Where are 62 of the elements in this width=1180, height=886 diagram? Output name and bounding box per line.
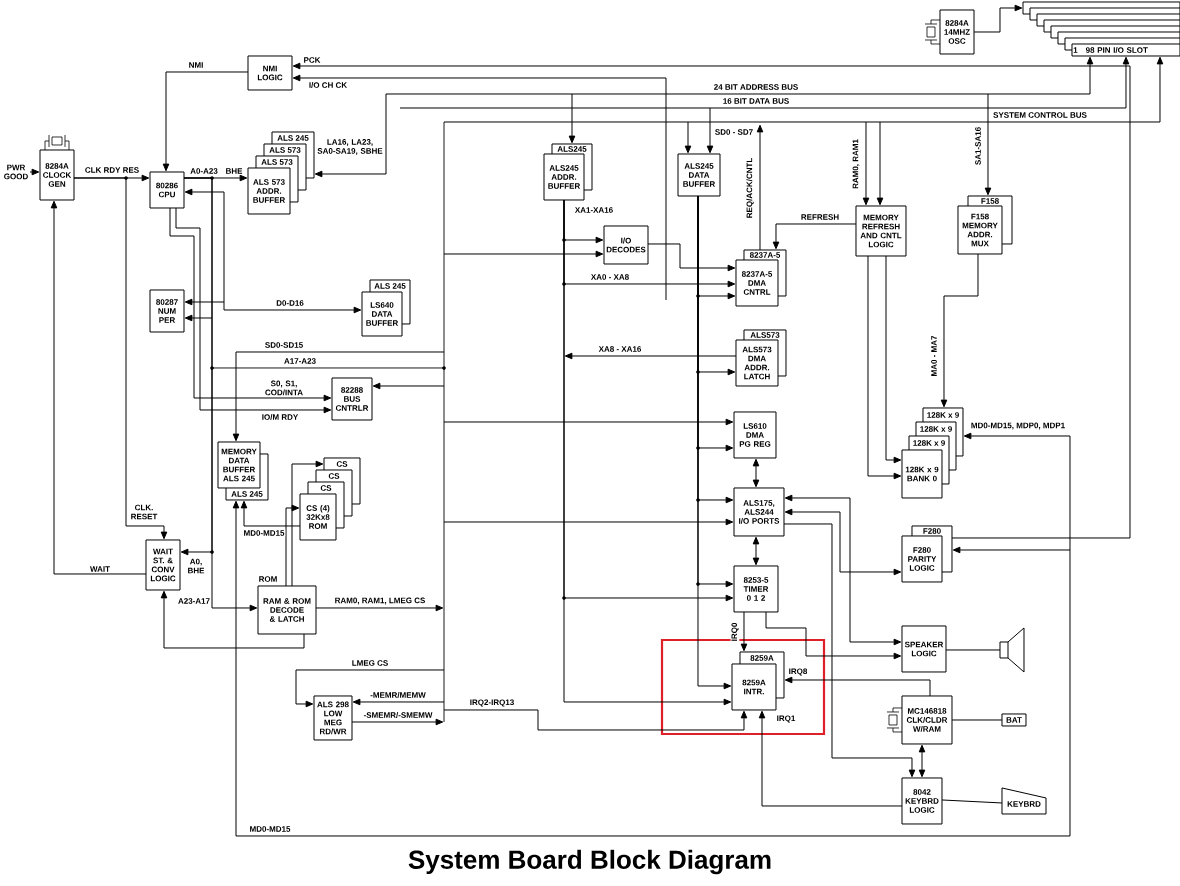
arrow: [564, 352, 737, 360]
arrow: [940, 253, 979, 408]
arrow: [765, 611, 902, 660]
connector-line: [951, 719, 1003, 721]
arrow: [443, 518, 734, 526]
arrow: [184, 298, 225, 306]
speaker-symbol: [999, 627, 1025, 673]
arrow: [647, 243, 736, 272]
arrow: [784, 508, 902, 576]
arrow: [918, 744, 926, 778]
arrow: [240, 500, 301, 527]
arrow: [50, 200, 147, 575]
arrow: [232, 351, 445, 442]
connector-line: [941, 799, 1003, 804]
arrow: [758, 710, 903, 807]
arrow: [351, 718, 444, 726]
arrow: [314, 93, 387, 178]
arrow: [784, 494, 902, 646]
arrow: [162, 71, 249, 172]
arrow: [292, 74, 667, 301]
arrow: [180, 177, 213, 556]
arrow: [876, 121, 884, 206]
arrow: [443, 250, 604, 258]
arrow: [443, 418, 734, 426]
arrow: [697, 195, 732, 690]
diagram-title: System Board Block Diagram: [408, 849, 771, 875]
arrow: [443, 56, 1164, 123]
arrow: [784, 676, 931, 697]
arrow: [973, 4, 1023, 33]
arrow: [399, 56, 1130, 109]
highlight-frame: [660, 638, 826, 736]
arrow: [295, 669, 445, 708]
arrow: [706, 107, 714, 154]
arrow: [952, 546, 1071, 554]
arrow: [867, 255, 902, 480]
arrow: [783, 523, 916, 778]
arrow: [29, 168, 40, 176]
arrow: [73, 177, 168, 540]
arrow: [292, 62, 1131, 539]
connector-line: [945, 649, 1001, 651]
arrow: [160, 590, 305, 649]
arrow: [752, 536, 760, 566]
arrow: [885, 255, 902, 464]
arrow: [385, 56, 1094, 95]
arrow: [352, 698, 445, 706]
arrow: [984, 93, 992, 196]
arrow: [291, 460, 324, 587]
arrow: [752, 458, 760, 488]
arrow: [862, 121, 870, 206]
arrow: [568, 93, 576, 144]
arrow: [232, 432, 1071, 837]
arrow: [184, 314, 213, 322]
arrow: [184, 188, 362, 314]
arrow: [756, 124, 764, 251]
arrow: [285, 504, 300, 587]
arrow: [372, 382, 445, 390]
arrow: [563, 199, 732, 706]
arrow: [740, 611, 748, 652]
arrow: [315, 604, 444, 612]
arrow: [443, 709, 748, 731]
arrow: [772, 223, 857, 250]
arrow: [684, 121, 692, 154]
